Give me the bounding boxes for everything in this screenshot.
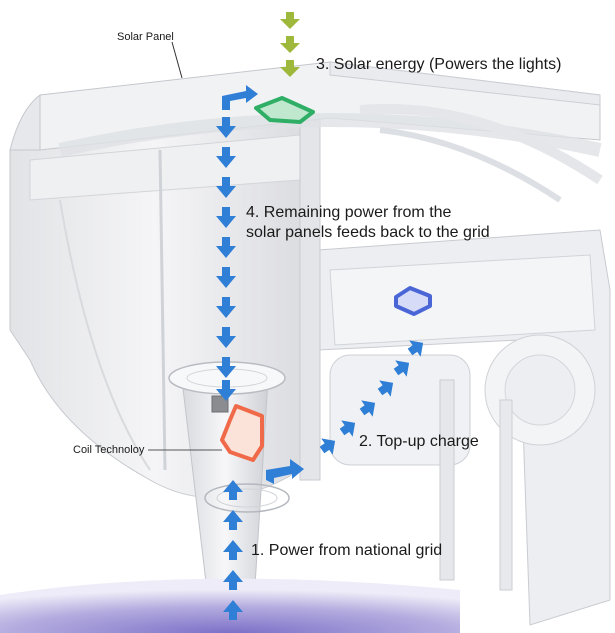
arrow-down-icon: [216, 147, 236, 168]
arrow-down-icon: [216, 357, 236, 378]
arrow-down-icon: [216, 327, 236, 348]
canopy-wall: [9, 119, 321, 499]
arrow-down-icon: [216, 207, 236, 228]
arrow-up-icon: [223, 540, 243, 560]
roof-solar-panel: [9, 61, 603, 203]
arrow-down-icon: [280, 12, 300, 29]
step-4-label-line-1: 4. Remaining power from the: [246, 204, 452, 221]
arrow-down-icon: [216, 237, 236, 258]
solar-arrows: [280, 12, 300, 77]
step-3-label: 3. Solar energy (Powers the lights): [316, 56, 562, 73]
arrow-up-right-icon: [359, 400, 376, 417]
topup-arrows: [266, 340, 424, 484]
arrow-down-icon: [216, 380, 236, 401]
arrow-up-right-icon: [393, 360, 410, 377]
step-1-label: 1. Power from national grid: [251, 542, 443, 559]
arrow-down-icon: [216, 177, 236, 198]
solar-indicator-icon: [254, 96, 315, 124]
arrow-up-right-icon: [377, 380, 394, 397]
coil-icon: [220, 404, 264, 462]
top-up-indicator-icon: [394, 286, 432, 316]
arrow-up-right-icon: [339, 420, 356, 437]
arrow-up-right-icon: [319, 438, 336, 455]
step-2-label: 2. Top-up charge: [359, 433, 479, 450]
arrow-down-icon: [216, 117, 236, 138]
solar-panel-leader: [171, 41, 183, 79]
arrow-elbow-icon: [222, 85, 258, 110]
arrow-up-icon: [223, 510, 243, 530]
arrow-up-icon: [223, 600, 243, 620]
arrow-up-icon: [223, 570, 243, 590]
arrow-down-icon: [216, 297, 236, 318]
coil-label: Coil Technoloy: [73, 444, 145, 456]
feedback-arrows: [216, 85, 258, 401]
grid-arrows: [223, 480, 243, 620]
machinery-block: [317, 229, 611, 626]
arrow-up-right-icon: [407, 340, 424, 357]
solar-panel-label: Solar Panel: [117, 31, 174, 43]
arrow-down-icon: [280, 36, 300, 53]
arrow-up-icon: [223, 480, 243, 500]
arrow-down-icon: [280, 60, 300, 77]
arrow-down-icon: [216, 267, 236, 288]
step-4-label-line-2: solar panels feeds back to the grid: [246, 224, 490, 241]
arrow-elbow-icon: [266, 459, 304, 484]
